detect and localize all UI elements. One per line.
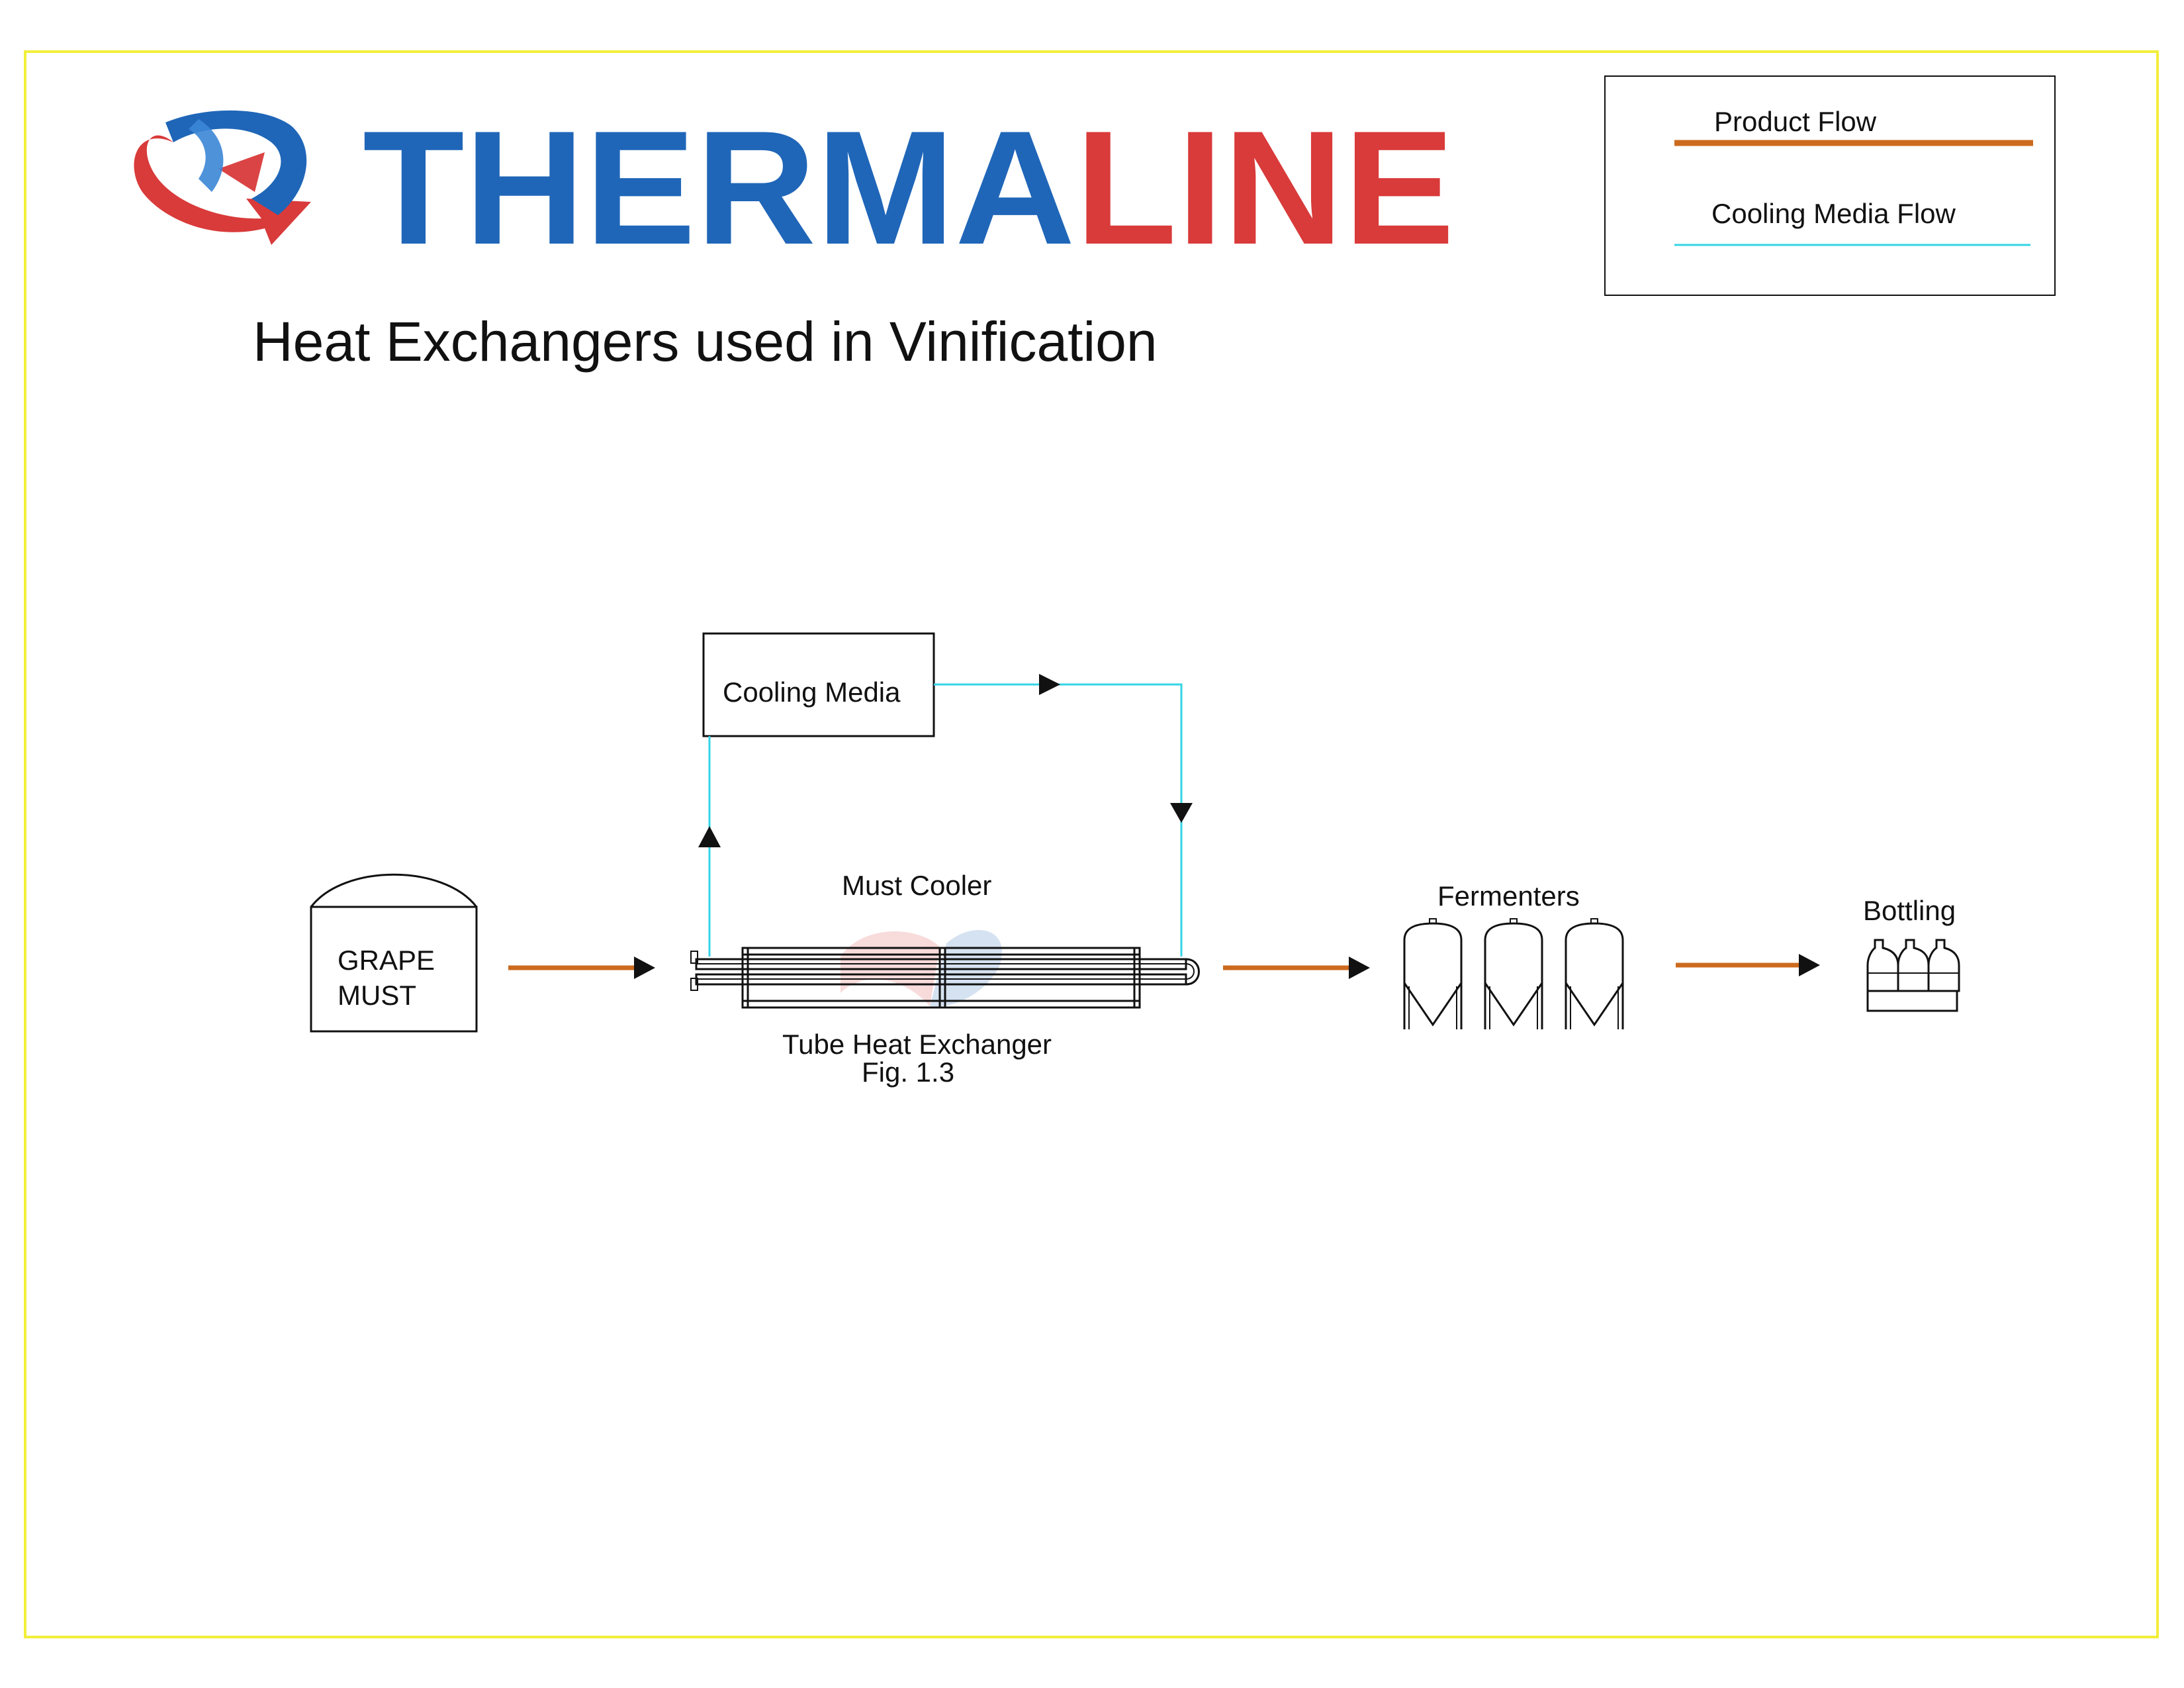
legend-product-flow-label: Product Flow (1714, 106, 1877, 137)
legend-box (1604, 75, 2056, 296)
legend-cooling-flow-label: Cooling Media Flow (1711, 198, 1956, 229)
fermenters-label: Fermenters (1437, 880, 1580, 912)
cooling-media-loop (698, 674, 1193, 957)
legend: Product Flow Cooling Media Flow (1604, 75, 2056, 296)
logo-text-line: LINE (1075, 97, 1455, 278)
cooling-media-label: Cooling Media (723, 677, 901, 708)
cooling-supply-arrow-right (1039, 674, 1060, 695)
product-flow-arrow-to-cooler (508, 957, 655, 979)
fermenters: Fermenters (1403, 880, 1624, 1029)
fermenter-tank-icon (1403, 918, 1463, 1029)
logo-text-therma: THERMA (363, 97, 1075, 278)
tube-heat-exchanger-caption: Tube Heat Exchanger (782, 1029, 1052, 1060)
cooling-supply-arrow-down (1170, 803, 1193, 823)
figure-number: Fig. 1.3 (862, 1056, 954, 1088)
logo-arrows-icon (134, 110, 311, 245)
page-title: Heat Exchangers used in Vinification (253, 310, 1158, 373)
bottling-label: Bottling (1863, 895, 1956, 926)
grape-must-tank: GRAPE MUST (310, 873, 478, 1033)
bottling: Bottling (1863, 895, 1960, 1012)
cooling-media-box: Cooling Media (702, 632, 935, 737)
fermenter-tank-icon (1565, 918, 1624, 1029)
cooling-return-arrow (698, 826, 721, 847)
tube-heat-exchanger: Must Cooler Tube Heat Exchanger Fig. 1.3 (690, 870, 1200, 1088)
product-flow-arrow-to-fermenters (1223, 957, 1370, 979)
page-border (24, 50, 2159, 1638)
product-flow-arrow-to-bottling (1676, 954, 1820, 976)
bottles-icon (1866, 939, 1960, 1012)
must-cooler-label: Must Cooler (842, 870, 991, 901)
grape-must-label-line1: GRAPE (338, 945, 435, 976)
fermenter-tank-icon (1484, 918, 1543, 1029)
grape-must-label-line2: MUST (338, 980, 416, 1011)
